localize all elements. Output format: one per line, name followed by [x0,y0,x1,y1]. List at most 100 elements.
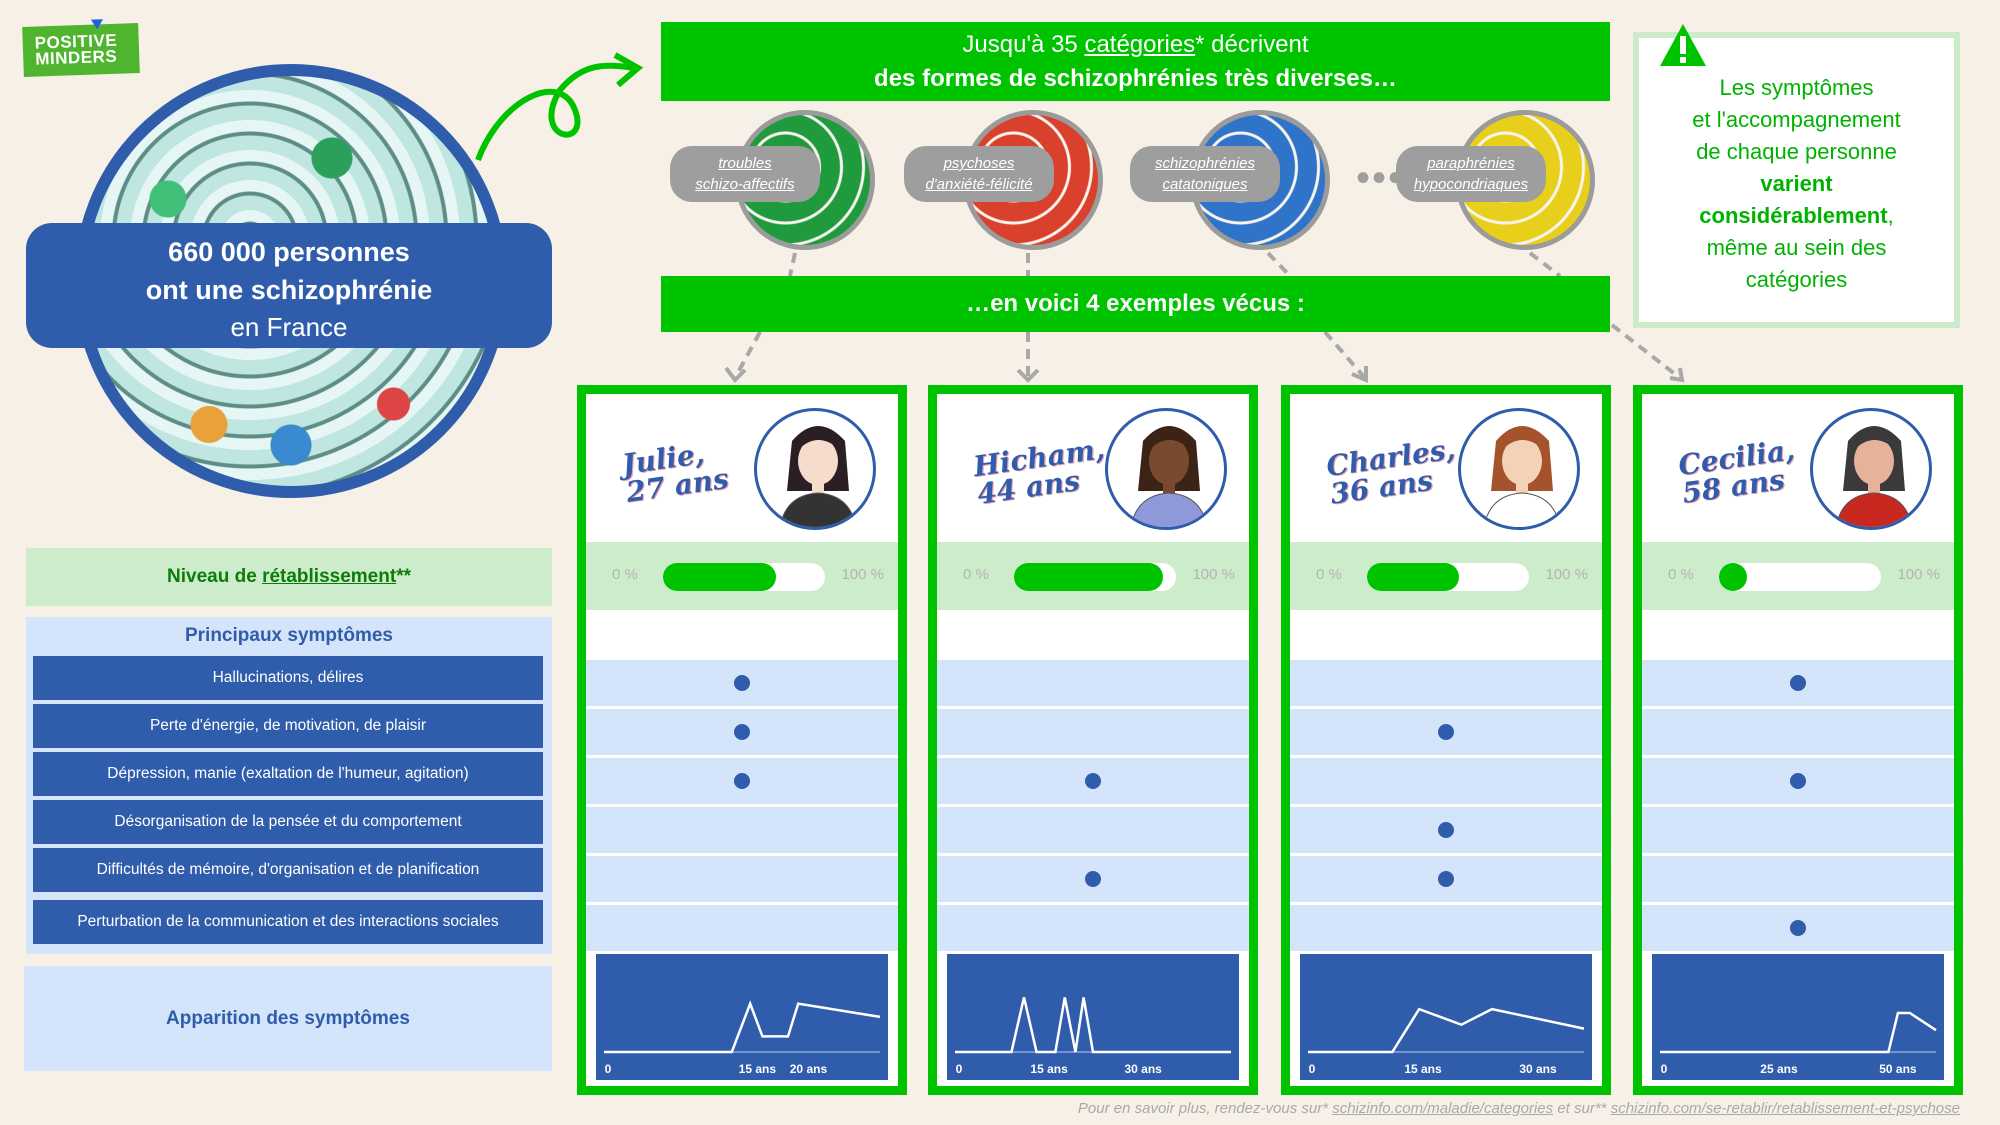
chart-tick-label: 15 ans [1404,1062,1442,1076]
recovery-row: 0 %100 % [1290,542,1602,610]
symptom-present-dot [1438,871,1454,887]
chart-tick-label: 0 [1660,1062,1668,1076]
symptom-cell [1642,709,1954,755]
symptom-cell [586,660,898,706]
recovery-progress-bar [1367,563,1529,591]
banner-line2: ont une schizophrénie [145,275,433,305]
chart-tick-label: 0 [1308,1062,1316,1076]
recovery-min-label: 0 % [1668,566,1694,583]
dashed-arrow-4 [1528,251,1682,380]
footer-note: Pour en savoir plus, rendez-vous sur* sc… [1078,1100,1960,1117]
note-line: et l'accompagnement [1692,107,1901,132]
category-label-line1: paraphrénies [1427,155,1515,172]
recovery-progress-fill [1367,563,1460,591]
logo-line2: MINDERS [34,46,118,69]
symptom-present-dot [1790,773,1806,789]
category-label-line2: d'anxiété-félicité [925,176,1033,193]
category-label-line1: troubles [718,155,772,172]
symptom-cell [586,905,898,951]
symptom-label: Hallucinations, délires [33,656,543,700]
chart-tick-label: 20 ans [789,1062,828,1076]
recovery-url-link[interactable]: schizinfo.com/se-retablir/retablissement… [1610,1100,1960,1117]
person-avatar [1458,408,1580,530]
symptom-cell [586,856,898,902]
recovery-progress-bar [663,563,825,591]
chart-tick-label: 50 ans [1879,1062,1917,1076]
recovery-row: 0 %100 % [937,542,1249,610]
banner-line3: en France [230,312,348,342]
symptom-cell [937,807,1249,853]
onset-chart-svg [955,997,1231,1054]
curly-arrow-head [613,52,644,88]
categories-link[interactable]: catégories [1084,31,1196,58]
symptom-present-dot [1438,822,1454,838]
symptom-cell [1642,856,1954,902]
categories-header: Jusqu'à 35 catégories* décrivent des for… [661,22,1610,101]
note-line: Les symptômes [1719,75,1874,100]
recovery-max-label: 100 % [1545,566,1588,583]
positive-minders-logo: POSITIVE MINDERS [22,19,140,78]
symptom-cell [1290,807,1602,853]
population-banner: 660 000 personnes ont une schizophrénie … [26,223,552,348]
recovery-row: 0 %100 % [1642,542,1954,610]
logo-flag-icon [90,19,104,30]
footer-prefix: Pour en savoir plus, rendez-vous sur* [1077,1100,1333,1117]
recovery-max-label: 100 % [841,566,884,583]
symptom-cell [937,660,1249,706]
recovery-row: 0 % 100 % [586,542,898,610]
dashed-arrow-1 [733,252,797,379]
note-line: catégories [1745,267,1848,292]
header-prefix: Jusqu'à 35 [962,31,1085,58]
symptom-label: Difficultés de mémoire, d'organisation e… [33,848,543,892]
category-label-line1: schizophrénies [1154,155,1256,172]
niveau-prefix: Niveau de [167,566,263,587]
header-line2: des formes de schizophrénies très divers… [874,65,1397,92]
symptom-cell [1642,807,1954,853]
symptom-present-dot [1085,773,1101,789]
recovery-min-label: 0 % [612,566,638,583]
person-avatar [754,408,876,530]
recovery-max-label: 100 % [1192,566,1235,583]
symptom-label: Perte d'énergie, de motivation, de plais… [33,704,543,748]
onset-chart-svg [1308,1007,1585,1054]
symptom-label: Perturbation de la communication et des … [33,900,543,944]
footer-middle: et sur** [1553,1100,1611,1117]
curly-arrow [475,62,636,162]
person-avatar [1105,408,1227,530]
symptom-cell [937,709,1249,755]
symptom-cell [586,758,898,804]
note-line: de chaque personne [1696,139,1897,164]
ellipsis-dots: ••• [1356,156,1405,200]
chart-tick-label: 0 [955,1062,963,1076]
symptom-intensity-line [955,997,1231,1054]
symptom-cell [1642,758,1954,804]
categories-url-link[interactable]: schizinfo.com/maladie/categories [1332,1100,1554,1117]
symptom-cell [937,856,1249,902]
chart-tick-label: 25 ans [1760,1062,1798,1076]
variability-note: Les symptômes et l'accompagnement de cha… [1633,32,1960,328]
recovery-progress-fill [663,563,777,591]
symptom-cell [937,758,1249,804]
symptom-present-dot [1790,675,1806,691]
examples-header: …en voici 4 exemples vécus : [661,276,1610,332]
warning-icon [1660,24,1706,66]
chart-tick-label: 0 [604,1062,612,1076]
symptom-cell [937,905,1249,951]
person-name: Hicham,44 ans [971,432,1111,511]
recovery-link[interactable]: rétablissement [262,566,397,587]
symptoms-panel: Principaux symptômes Hallucinations, dél… [26,617,552,954]
symptom-label: Désorganisation de la pensée et du compo… [33,800,543,844]
recovery-progress-bar [1014,563,1176,591]
recovery-progress-fill [1014,563,1164,591]
